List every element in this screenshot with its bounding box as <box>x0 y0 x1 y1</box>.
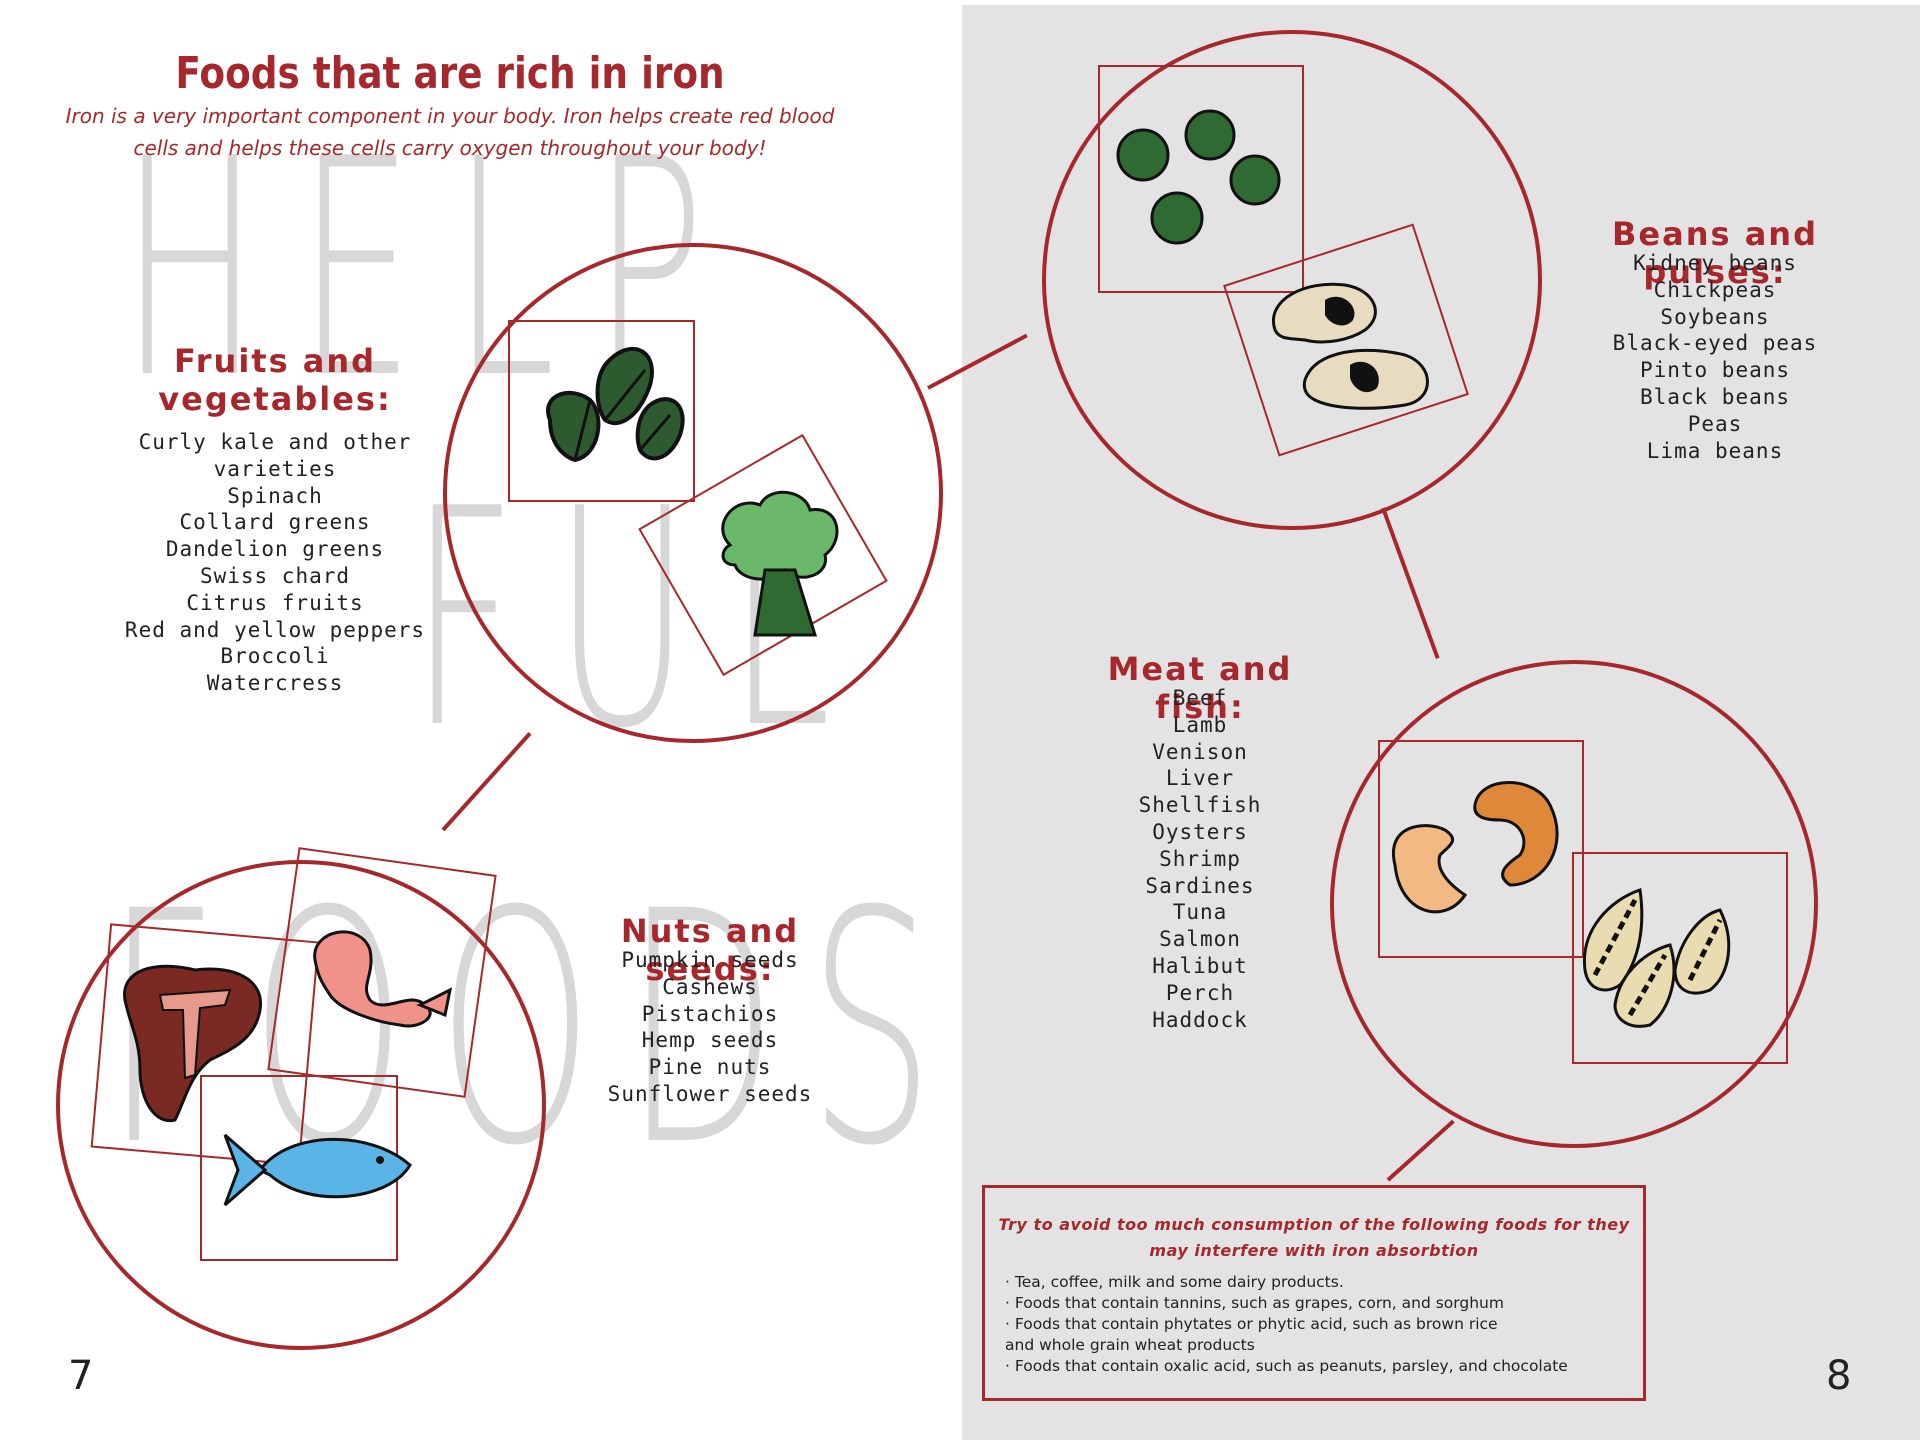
beans-list: Kidney beans Chickpeas Soybeans Black-ey… <box>1540 250 1890 464</box>
list-item: Halibut <box>1152 953 1248 978</box>
list-item: and whole grain wheat products <box>1005 1336 1255 1354</box>
broccoli-icon <box>721 490 839 637</box>
list-item: Citrus fruits <box>186 590 364 615</box>
list-item: Beef <box>1172 686 1228 710</box>
page-number-left: 7 <box>68 1353 94 1399</box>
list-item: Shrimp <box>1159 846 1241 871</box>
meat-heading: Meat and fish: <box>1107 650 1293 726</box>
peas-frame <box>1098 65 1304 293</box>
list-item: Shellfish <box>1138 793 1262 818</box>
list-item: Kidney beans <box>1633 251 1797 275</box>
list-item: · Tea, coffee, milk and some dairy produ… <box>1005 1273 1344 1291</box>
list-item: Venison <box>1152 739 1248 764</box>
spinach-frame <box>508 320 695 502</box>
nuts-seeds-circle <box>1330 660 1818 1148</box>
fruits-list: Curly kale and other varieties Spinach C… <box>100 429 450 697</box>
list-item: Sunflower seeds <box>607 1081 813 1106</box>
list-item: Hemp seeds <box>641 1028 779 1053</box>
warning-title-line-1: Try to avoid too much consumption of the… <box>998 1215 1630 1234</box>
intro-line-1: Iron is a very important component in yo… <box>65 104 835 128</box>
list-item: Perch <box>1165 980 1235 1005</box>
list-item: Cashews <box>662 974 758 999</box>
fish-icon <box>223 1133 412 1207</box>
cashew-frame <box>1378 740 1584 958</box>
page-title: Foods that are rich in iron <box>175 48 725 99</box>
sunflower-seeds-icon <box>1582 888 1731 1028</box>
page-number-right: 8 <box>1826 1353 1852 1399</box>
steak-icon <box>123 964 263 1123</box>
list-item: Pistachios <box>641 1001 779 1026</box>
list-item: Collard greens <box>179 510 371 535</box>
list-item: Curly kale and other varieties <box>138 430 412 481</box>
shrimp-icon <box>313 930 453 1028</box>
list-item: Haddock <box>1152 1007 1248 1032</box>
fruits-heading-line-1: Fruits and <box>173 342 377 380</box>
beans-heading: Beans and pulses: <box>1612 215 1818 291</box>
list-item: Pine nuts <box>648 1055 772 1080</box>
green-peas-icon <box>1116 109 1281 245</box>
list-item: Black-eyed peas <box>1612 331 1818 356</box>
list-item: Dandelion greens <box>165 537 385 562</box>
sunflower-frame <box>1572 852 1788 1064</box>
cashews-icon <box>1391 781 1559 914</box>
list-item: · Foods that contain oxalic acid, such a… <box>1005 1357 1568 1375</box>
list-item: Spinach <box>227 483 323 508</box>
black-eyed-beans-icon <box>1271 282 1429 410</box>
list-item: Liver <box>1165 766 1235 791</box>
beans-pulses-circle <box>1042 30 1542 530</box>
list-item: Red and yellow peppers <box>124 617 426 642</box>
absorption-warning-box: Try to avoid too much consumption of the… <box>982 1185 1646 1401</box>
meat-list: Beef Lamb Venison Liver Shellfish Oyster… <box>1075 685 1325 1033</box>
list-item: Lima beans <box>1646 438 1784 463</box>
list-item: Lamb <box>1172 712 1228 737</box>
list-item: Chickpeas <box>1653 277 1777 302</box>
meat-fish-circle <box>56 860 546 1350</box>
list-item: Broccoli <box>220 644 330 669</box>
list-item: Oysters <box>1152 819 1248 844</box>
nuts-heading: Nuts and seeds: <box>620 912 800 988</box>
list-item: Tuna <box>1172 900 1228 925</box>
spinach-leaves-icon <box>546 346 685 463</box>
list-item: Sardines <box>1145 873 1255 898</box>
warning-list: · Tea, coffee, milk and some dairy produ… <box>1005 1272 1635 1377</box>
warning-title: Try to avoid too much consumption of the… <box>985 1212 1643 1264</box>
nuts-list: Pumpkin seeds Cashews Pistachios Hemp se… <box>570 947 850 1108</box>
list-item: Black beans <box>1639 384 1791 409</box>
intro-line-2: cells and helps these cells carry oxygen… <box>133 136 767 160</box>
list-item: · Foods that contain tannins, such as gr… <box>1005 1294 1504 1312</box>
fruits-heading-line-2: vegetables: <box>158 380 392 418</box>
list-item: Watercress <box>206 671 344 696</box>
list-item: Salmon <box>1159 927 1241 952</box>
fruits-heading: Fruits and vegetables: <box>150 342 400 418</box>
list-item: Soybeans <box>1660 304 1770 329</box>
list-item: Swiss chard <box>199 563 351 588</box>
list-item: Pumpkin seeds <box>621 948 799 972</box>
list-item: Peas <box>1687 411 1743 436</box>
intro-text: Iron is a very important component in yo… <box>40 100 860 164</box>
warning-title-line-2: may interfere with iron absorbtion <box>1149 1241 1479 1260</box>
list-item: · Foods that contain phytates or phytic … <box>1005 1315 1498 1333</box>
fruits-vegetables-circle <box>443 243 943 743</box>
list-item: Pinto beans <box>1639 358 1791 383</box>
